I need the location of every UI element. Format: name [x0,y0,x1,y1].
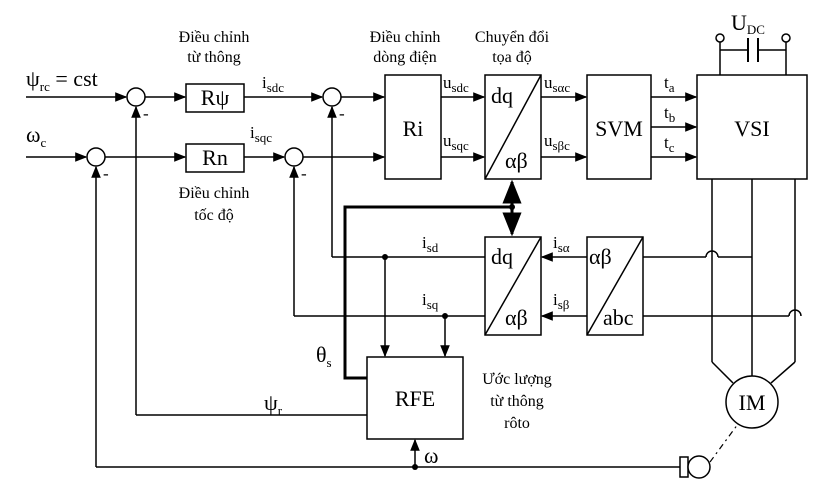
svg-text:dq: dq [491,83,513,108]
signal-label-usac: usαc [544,73,570,95]
caption-flux-controller: Điều chỉnh từ thông [179,29,250,66]
signal-label-isdc: isdc [262,73,284,95]
signal-label-psir: ψr [264,390,283,418]
svg-text:từ thông: từ thông [187,49,241,66]
svg-text:Điều chỉnh: Điều chỉnh [179,29,250,46]
signal-label-usdc: usdc [443,73,469,95]
induction-motor: IM [725,375,779,429]
minus-sign: - [301,164,307,183]
signal-label-isq: isq [422,290,439,312]
svg-text:αβ: αβ [505,305,528,330]
dc-link-capacitor [715,33,791,75]
current-regulator-block: Ri [384,74,442,180]
speed-regulator-block: Rn [185,143,245,173]
minus-sign: - [339,104,345,123]
caption-speed-controller: Điều chỉnh tốc độ [179,185,250,224]
theta-angle-path [343,179,522,380]
speed-reference-label: ωc [26,122,46,150]
junction-dot [442,313,448,319]
signal-label-isb: isβ [553,290,570,312]
dq-to-alphabeta-block: dq αβ [484,74,542,180]
signal-label-udc: UDC [731,10,765,37]
svg-text:IM: IM [739,390,766,415]
minus-sign: - [103,164,109,183]
alphabeta-to-dq-block: dq αβ [484,236,542,336]
svg-text:Rψ: Rψ [201,85,230,110]
signal-lines [26,92,802,468]
junction-dot [382,254,388,260]
svg-text:từ thông: từ thông [490,393,544,410]
svg-text:αβ: αβ [589,244,612,269]
signal-label-omega: ω [424,443,438,468]
caption-flux-estimator: Ước lượng từ thông rôto [482,371,552,432]
junction-dot [509,204,515,210]
signal-label-isa: isα [553,233,570,255]
caption-coordinate-transform: Chuyển đổi tọa độ [475,29,550,66]
svg-text:RFE: RFE [395,386,435,411]
junction-dot [412,464,418,470]
svg-text:αβ: αβ [505,148,528,173]
signal-label-theta: θs [316,342,332,370]
signal-label-isd: isd [422,233,439,255]
signal-label-tb: tb [664,103,675,125]
svm-block: SVM [586,74,652,180]
rfe-estimator-block: RFE [366,356,464,440]
signal-label-usbc: usβc [544,131,570,153]
svg-text:Điều chỉnh: Điều chỉnh [370,29,441,46]
svg-text:tọa độ: tọa độ [492,49,532,66]
signal-label-ta: ta [664,73,675,95]
svg-text:Điều chỉnh: Điều chỉnh [179,185,250,202]
minus-sign: - [143,104,149,123]
svg-text:Chuyển đổi: Chuyển đổi [475,29,550,46]
svg-text:SVM: SVM [595,116,643,141]
svg-text:Rn: Rn [202,145,228,170]
signal-label-isqc: isqc [250,123,272,145]
abc-to-alphabeta-block: αβ abc [586,236,644,336]
speed-encoder [679,423,739,479]
svg-text:dq: dq [491,244,513,269]
flux-reference-label: ψrc = cst [26,66,98,94]
svg-text:Ri: Ri [403,116,424,141]
flux-regulator-block: Rψ [185,83,245,113]
caption-current-controller: Điều chỉnh dòng điện [370,29,441,66]
signal-label-usqc: usqc [443,131,469,153]
svg-text:abc: abc [603,305,634,330]
svg-text:Ước lượng: Ước lượng [482,371,552,388]
svg-text:dòng điện: dòng điện [373,49,437,66]
svg-text:tốc độ: tốc độ [194,207,234,224]
svg-text:rôto: rôto [504,415,530,432]
vsi-block: VSI [696,74,808,180]
svg-text:VSI: VSI [734,116,769,141]
signal-label-tc: tc [664,133,675,155]
